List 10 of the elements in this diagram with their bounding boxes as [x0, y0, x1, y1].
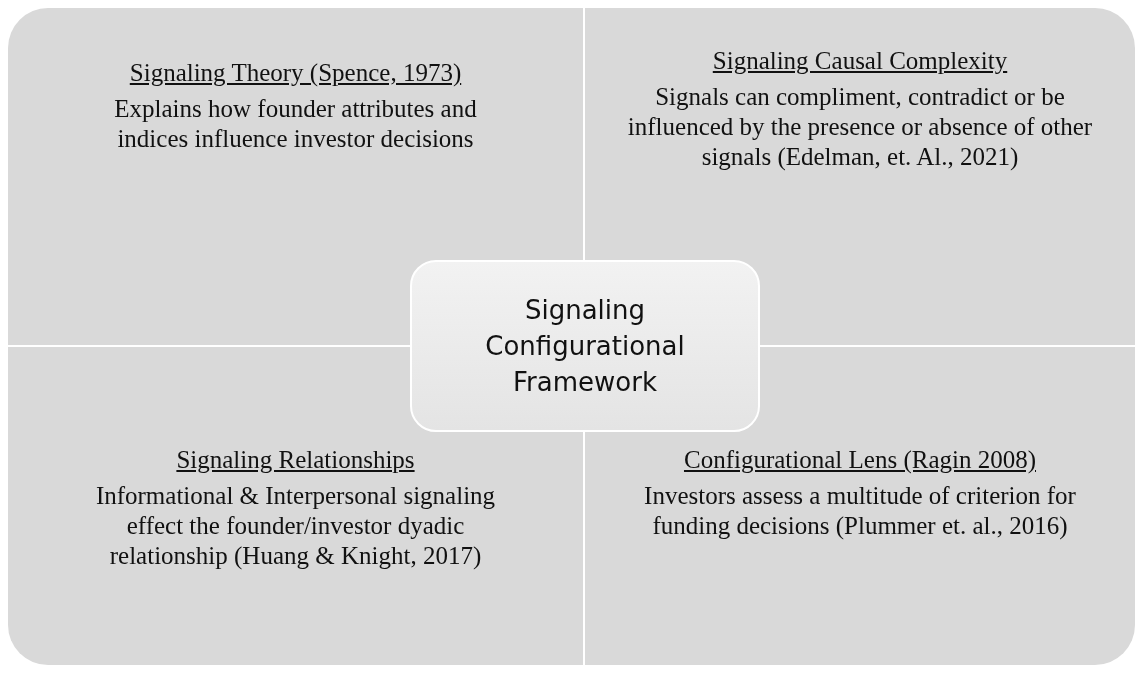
- section-heading: Signaling Theory (Spence, 1973): [129, 58, 462, 88]
- center-title: Signaling Configurational Framework: [484, 294, 686, 399]
- section-description: Informational & Interpersonal signaling effect the founder/investor dyadic relationship (Huang & Knight, 2017): [94, 481, 497, 571]
- section-description: Investors assess a multitude of criterion for funding decisions (Plummer et. al., 2016): [643, 481, 1077, 541]
- section-description: Signals can compliment, contradict or be influenced by the presence or absence of other signals (Edelman, et. Al., 2021): [626, 82, 1094, 172]
- section-heading: Signaling Causal Complexity: [712, 46, 1008, 76]
- center-box: [410, 260, 760, 432]
- section-heading: Signaling Relationships: [176, 445, 415, 475]
- section-description: Explains how founder attributes and indices influence investor decisions: [113, 94, 478, 154]
- section-heading: Configurational Lens (Ragin 2008): [684, 445, 1036, 475]
